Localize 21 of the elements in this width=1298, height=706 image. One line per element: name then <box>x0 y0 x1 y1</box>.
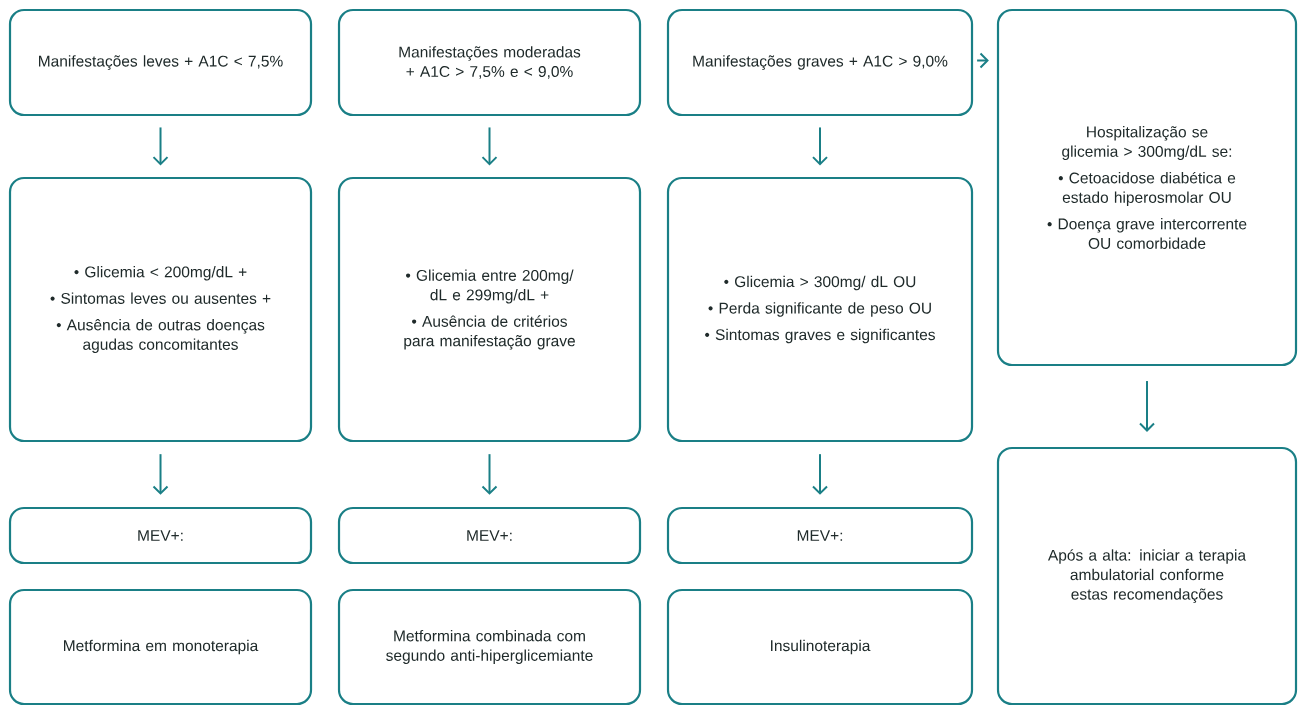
flow-box: Hospitalização se glicemia > 300mg/dL se: • Cetoacidose diabética e estado hiperosmolar OU • Doença grave intercorrente OU comorbidade <box>996 8 1298 367</box>
arrow <box>812 126 828 166</box>
flow-box: Metformina em monoterapia <box>8 588 313 706</box>
flow-box: • Glicemia < 200mg/dL + • Sintomas leves ou ausentes + • Ausência de outras doenças agudas concomitantes <box>8 176 313 443</box>
flow-box: Insulinoterapia <box>666 588 974 706</box>
arrow <box>812 453 828 495</box>
flow-box: Metformina combinada com segundo anti-hiperglicemiante <box>337 588 642 706</box>
flow-box: MEV+: <box>666 506 974 565</box>
flow-box: • Glicemia > 300mg/ dL OU • Perda significante de peso OU • Sintomas graves e significantes <box>666 176 974 443</box>
arrow <box>481 453 498 495</box>
flow-box: Manifestações graves + A1C > 9,0% <box>666 8 974 117</box>
flow-box: Após a alta: iniciar a terapia ambulatorial conforme estas recomendações <box>996 446 1298 706</box>
flow-box: • Glicemia entre 200mg/ dL e 299mg/dL + • Ausência de critérios para manifestação grave <box>337 176 642 443</box>
arrow <box>152 126 169 166</box>
flow-box: Manifestações moderadas + A1C > 7,5% e < 9,0% <box>337 8 642 117</box>
arrow <box>481 126 498 166</box>
flow-box: MEV+: <box>8 506 313 565</box>
flow-box: Manifestações leves + A1C < 7,5% <box>8 8 313 117</box>
flow-box: MEV+: <box>337 506 642 565</box>
arrow <box>152 453 169 495</box>
arrow <box>1139 380 1155 432</box>
